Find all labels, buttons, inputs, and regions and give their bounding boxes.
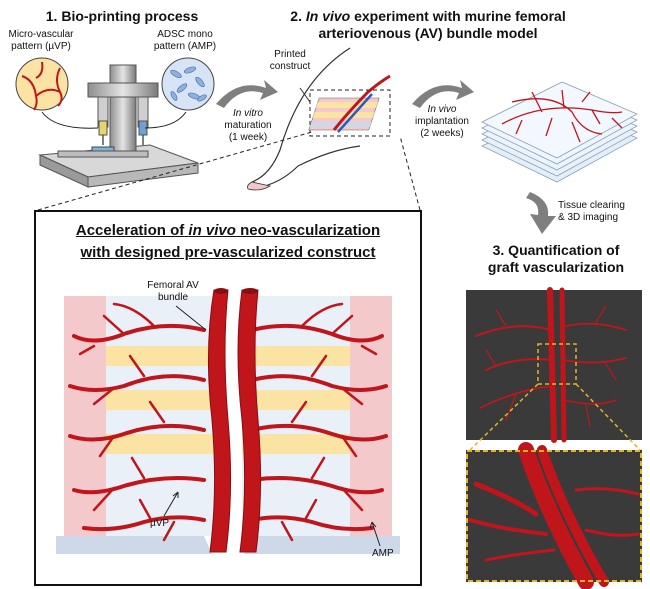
uvp-label: µVP [150,518,170,529]
femoral-av-line2: bundle [157,292,189,303]
arrow1-line1: In vitro [232,108,263,119]
label-amp-pattern: ADSC mono pattern (AMP) [140,29,230,53]
arrow2-line3: (2 weeks) [420,128,464,139]
step3-title-line2: graft vascularization [487,259,625,275]
femoral-av-label: Femoral AV bundle [138,280,208,304]
arrow1-line3: (1 week) [228,132,268,143]
step2-title-prefix: 2. [290,8,302,24]
prevascularized-construct-illustration [56,288,400,554]
step2-title-italic: In vivo [305,8,351,24]
step3-title: 3. Quantification of graft vascularizati… [462,242,650,276]
amp-label: AMP [372,548,394,559]
arrow-in-vivo [412,80,474,108]
femoral-av-line1: Femoral AV [147,280,199,291]
tissue-stack-illustration [481,81,638,183]
label-uvp-line2: pattern (µVP) [11,41,71,52]
step2-title-line2: arteriovenous (AV) bundle model [318,25,538,41]
printed-construct-label: Printed construct [262,49,318,73]
step1-title: 1. Bio-printing process [45,8,199,24]
arrow3-line2: & 3D imaging [558,212,619,223]
arrow2-line2: implantation [415,116,469,127]
label-uvp-line1: Micro-vascular [8,29,74,40]
arrow-tissue-clearing-label: Tissue clearing & 3D imaging [558,200,650,224]
label-amp-line1: ADSC mono [157,29,213,40]
step2-title-line1: 2. In vivo experiment with murine femora… [278,8,578,25]
printed-line2: construct [269,61,311,72]
arrow-in-vitro [216,80,278,108]
amp-pattern-icon [161,57,215,111]
bioprinter-illustration [38,64,199,188]
arrow2-line1: In vivo [427,104,457,115]
arrow-tissue-clearing [526,192,556,234]
printed-line1: Printed [274,49,306,60]
panel-title-post: neo-vascularization [240,222,381,239]
step2-title: 2. In vivo experiment with murine femora… [278,8,578,42]
label-amp-line2: pattern (AMP) [153,41,217,52]
arrow1-line2: maturation [224,120,272,131]
arrow3-line1: Tissue clearing [558,200,625,211]
vascular-3d-image-overview [466,287,642,443]
panel-title-line2: with designed pre-vascularized construct [80,244,376,261]
vascular-3d-image-zoom [466,442,642,589]
arrow-in-vitro-label: In vitro maturation (1 week) [210,108,286,144]
mouse-leg-illustration [247,47,391,191]
label-uvp-pattern: Micro-vascular pattern (µVP) [0,29,82,53]
step3-title-line1: 3. Quantification of [492,242,620,258]
panel-title-italic: in vivo [188,222,236,239]
uvp-pattern-icon [15,57,69,111]
step2-title-rest: experiment with murine femoral [354,8,566,24]
panel-title-pre: Acceleration of [75,222,185,239]
arrow-in-vivo-label: In vivo implantation (2 weeks) [404,104,480,140]
panel-title: Acceleration of in vivo neo-vascularizat… [36,220,420,264]
panel-title-line1: Acceleration of in vivo neo-vascularizat… [36,220,420,242]
